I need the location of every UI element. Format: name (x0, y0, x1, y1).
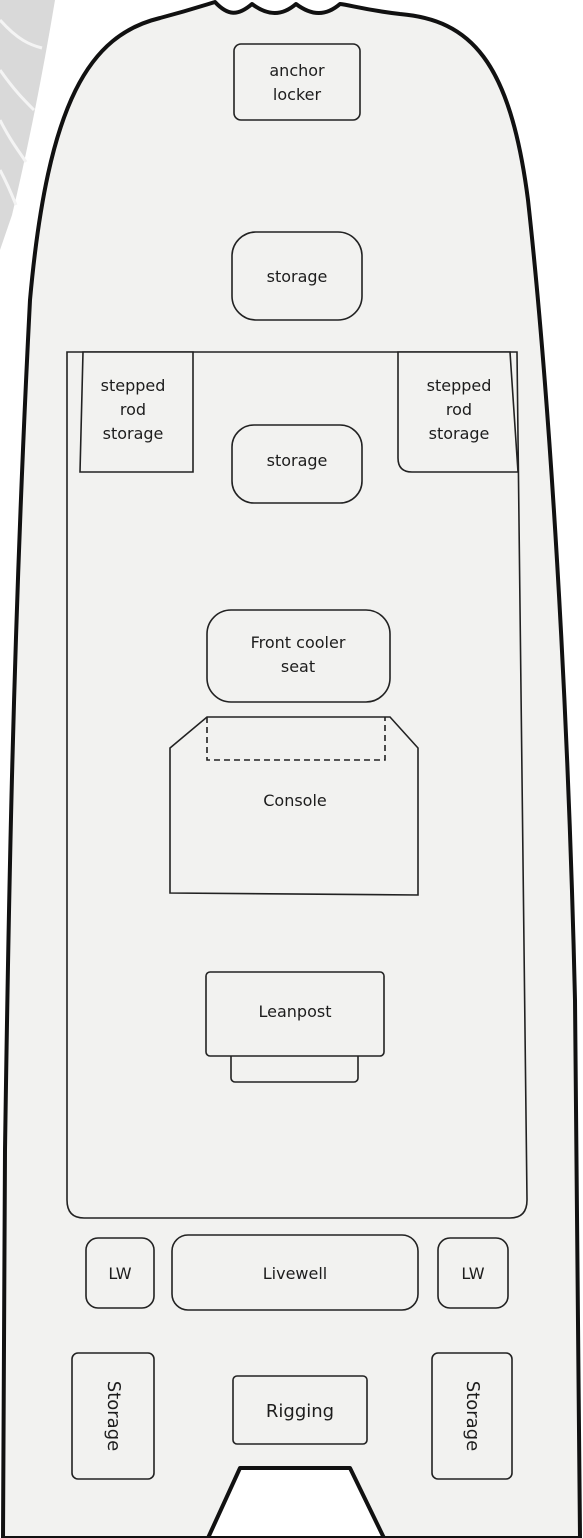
lw-right-label: LW (461, 1264, 484, 1283)
storage-forward-label: storage (267, 267, 328, 286)
storage-center: storage (231, 424, 363, 504)
storage-center-label: storage (267, 451, 328, 470)
storage-aft-right: Storage (431, 1352, 513, 1480)
console-label: Console (263, 791, 327, 810)
front-cooler-seat-line2: seat (281, 657, 315, 676)
rod-storage-right-line2: rod (446, 400, 472, 419)
rod-storage-left-line1: stepped (101, 376, 166, 395)
stepped-rod-storage-right: stepped rod storage (397, 351, 519, 473)
stern-notch (206, 1466, 386, 1538)
rigging-label: Rigging (266, 1401, 334, 1422)
console: Console (169, 716, 419, 896)
anchor-locker-label-line1: anchor (269, 61, 325, 80)
lw-left-label: LW (108, 1264, 131, 1283)
rod-storage-left-line3: storage (103, 424, 164, 443)
stepped-rod-storage-left: stepped rod storage (79, 351, 194, 473)
storage-aft-right-label: Storage (462, 1381, 483, 1451)
front-cooler-seat: Front cooler seat (206, 609, 391, 703)
front-cooler-seat-line1: Front cooler (251, 633, 346, 652)
cockpit-outline (66, 351, 528, 1219)
rod-storage-left-line2: rod (120, 400, 146, 419)
lw-left: LW (85, 1237, 155, 1309)
storage-forward: storage (231, 231, 363, 321)
leanpost: Leanpost (205, 971, 385, 1083)
livewell: Livewell (171, 1234, 419, 1311)
console-windshield-dashed (206, 717, 386, 761)
leanpost-label: Leanpost (259, 1002, 332, 1021)
storage-aft-left: Storage (71, 1352, 155, 1480)
adjacent-boat-texture (0, 0, 55, 250)
livewell-label: Livewell (263, 1264, 328, 1283)
lw-right: LW (437, 1237, 509, 1309)
rigging: Rigging (232, 1375, 368, 1445)
anchor-locker: anchor locker (233, 43, 361, 121)
anchor-locker-label-line2: locker (273, 85, 322, 104)
rod-storage-right-line3: storage (429, 424, 490, 443)
rod-storage-right-line1: stepped (427, 376, 492, 395)
storage-aft-left-label: Storage (103, 1381, 124, 1451)
